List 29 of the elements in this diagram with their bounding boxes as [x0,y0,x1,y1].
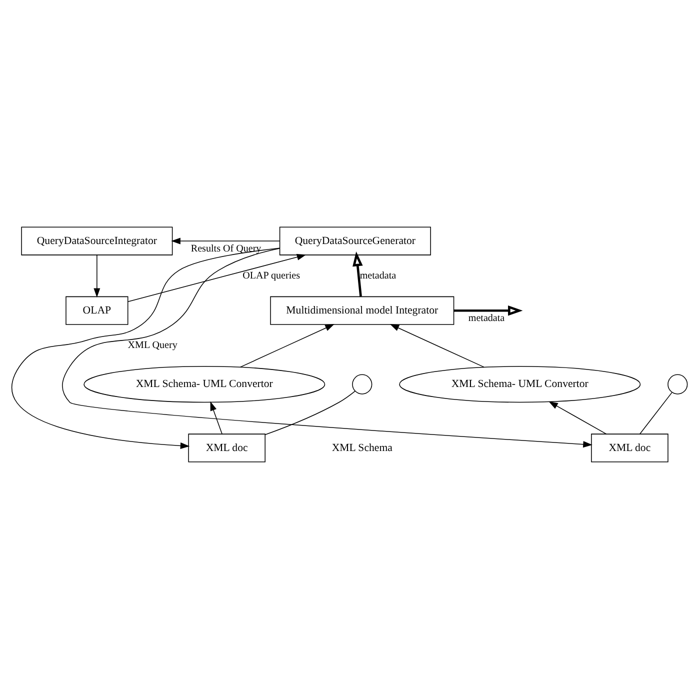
arrow [390,324,484,368]
arrow [171,238,280,244]
edge-label: Results Of Query [190,243,262,254]
label: XML Schema [332,442,392,454]
connector [639,392,672,434]
node-ellipse: XML Schema- UML Convertor [84,366,326,403]
node-box: QueryDataSourceGenerator [279,226,431,256]
edge-label: metadata [468,312,505,324]
node-box: QueryDataSourceIntegrator [21,226,173,256]
arrow [548,401,607,434]
edge-label: XML Query [128,340,178,352]
connector [264,390,356,435]
arrow [454,305,523,316]
arrow [210,401,222,434]
arrow [62,248,592,448]
arrow [94,254,100,298]
node-ellipse: XML Schema- UML Convertor [399,366,641,403]
arrow [12,248,280,449]
node-box: OLAP [66,296,128,325]
arrow [240,324,334,368]
arrow [352,251,363,296]
edge-label: metadata [360,270,396,282]
node-box: XML doc [591,434,668,462]
edge-label: OLAP queries [242,270,300,282]
node-circle [352,374,372,394]
arrow [128,254,306,302]
node-box: Multidimensional model Integrator [270,296,454,325]
node-circle [668,374,688,394]
node-box: XML doc [188,434,266,462]
